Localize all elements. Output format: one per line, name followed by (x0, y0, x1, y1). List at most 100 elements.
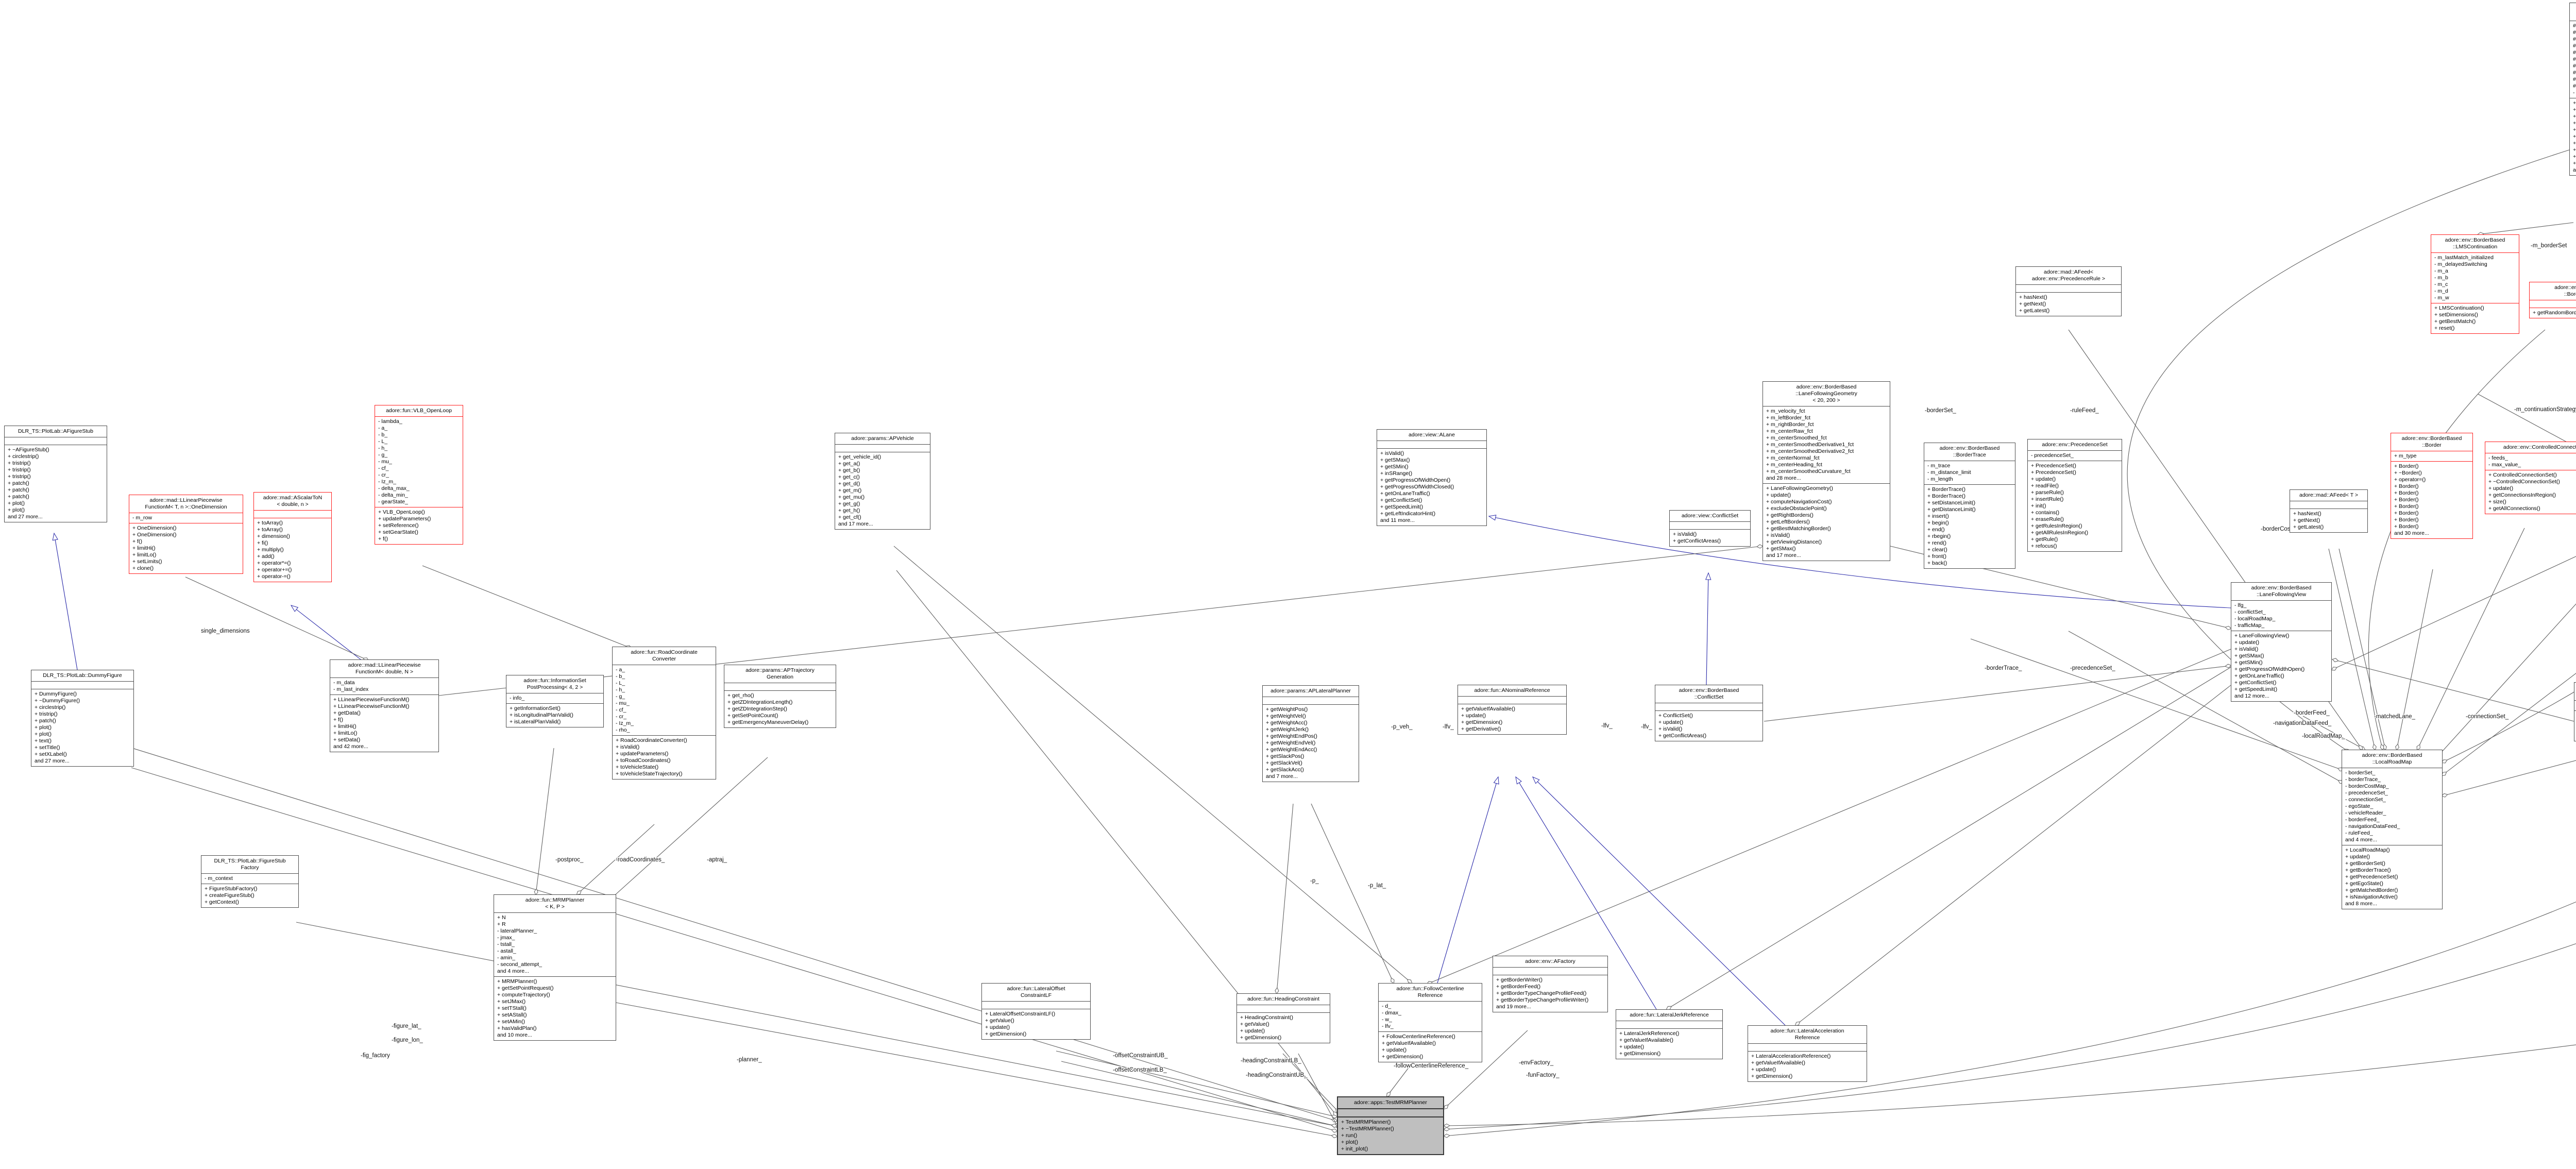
class-methods-line: + setAStall() (497, 1012, 527, 1018)
class-methods-line: + parseRule() (2031, 489, 2064, 496)
class-node-bordertrace[interactable]: adore::env::BorderBased::BorderTrace- m_… (1924, 443, 2015, 569)
class-attributes-line: - b_ (616, 673, 625, 680)
class-methods-line: + getSlackVel() (1266, 760, 1302, 766)
aggregation-edge (534, 748, 554, 895)
class-attributes (2530, 300, 2576, 308)
class-methods-line: and 19 more... (1496, 1004, 1531, 1010)
class-node-lfg[interactable]: adore::env::BorderBased::LaneFollowingGe… (1762, 381, 1890, 561)
class-methods-line: + insert_border() (2573, 154, 2576, 160)
class-methods: + getInformationSet()+ isLongitudinalPla… (506, 703, 603, 727)
class-node-aplatplanner[interactable]: adore::params::APLateralPlanner+ getWeig… (1262, 685, 1359, 782)
class-methods-line: + dimension() (257, 533, 290, 539)
class-methods-line: + LateralJerkReference() (1619, 1030, 1680, 1037)
class-methods-line: + getConnectionsInRegion() (2488, 492, 2556, 498)
class-node-envafactory[interactable]: adore::env::AFactory+ getBorderWriter()+… (1493, 956, 1608, 1012)
class-title: adore::params::APVehicle (851, 435, 914, 442)
class-node-bordercostmap[interactable]: adore::env::BorderBased::BorderCostMap+ … (2529, 282, 2576, 318)
class-methods-line: and 17 more... (1766, 552, 1801, 558)
class-methods: + ControlledConnectionSet()+ ~Controlled… (2485, 470, 2576, 514)
class-methods-line: + getLatest() (2019, 308, 2050, 314)
class-methods-line: + BorderTrace() (1927, 486, 1966, 493)
class-methods-line: + updateParameters() (378, 516, 431, 522)
class-node-mrmplanner[interactable]: adore::fun::MRMPlanner< K, P >+ N+ R- la… (494, 894, 616, 1041)
class-attributes-line: and 4 more... (2345, 837, 2377, 843)
class-methods-line: + multiply() (257, 547, 284, 553)
class-node-rulefeed[interactable]: adore::mad::AFeed<adore::env::Precedence… (2015, 266, 2122, 316)
class-methods-line: + setData() (333, 737, 361, 743)
class-methods-line: + getRightBorders() (1766, 512, 1814, 518)
class-node-border[interactable]: adore::env::BorderBased::Border+ m_type+… (2391, 433, 2473, 539)
aggregation-edge (2395, 569, 2433, 751)
class-node-conflictset[interactable]: adore::view::ConflictSet+ isValid()+ get… (1669, 510, 1751, 547)
class-node-lfview[interactable]: adore::env::BorderBased::LaneFollowingVi… (2231, 582, 2332, 702)
class-attributes-line: - delta_max_ (378, 485, 410, 492)
class-attributes-line: - m_c (2434, 281, 2448, 287)
class-methods-line: + isValid() (1658, 726, 1683, 732)
class-methods-line: + get_g() (838, 501, 860, 507)
class-node-apvehicle[interactable]: adore::params::APVehicle+ get_vehicle_id… (835, 433, 930, 530)
class-methods-line: + patch() (8, 494, 29, 500)
class-node-bbconflictset[interactable]: adore::env::BorderBased::ConflictSet+ Co… (1655, 685, 1763, 741)
class-node-alane[interactable]: adore::view::ALane+ isValid()+ getSMax()… (1377, 429, 1487, 526)
aggregation-edge (2328, 548, 2377, 751)
class-node-afigurestub[interactable]: DLR_TS::PlotLab::AFigureStub+ ~AFigureSt… (4, 426, 107, 522)
class-node-lmscontinuation[interactable]: adore::env::BorderBased::LMSContinuation… (2431, 234, 2519, 334)
class-methods-line: + translate() (2573, 127, 2576, 133)
class-methods: + BorderSet()+ ~BorderSet()+ addAllowedT… (2570, 98, 2576, 175)
edge-label: -funFactory_ (1526, 1072, 1560, 1078)
class-node-dummyfigure[interactable]: DLR_TS::PlotLab::DummyFigure+ DummyFigur… (31, 670, 134, 767)
class-node-borderset[interactable]: adore::env::BorderBased::BorderSet# m_co… (2569, 3, 2576, 176)
class-node-anominalref[interactable]: adore::fun::ANominalReference+ getValueI… (1458, 685, 1567, 735)
edge-label: -headingConstraintLB_ (1241, 1058, 1301, 1064)
class-methods-line: + Border() (2394, 510, 2419, 516)
class-methods-line: + getValueIfAvailable() (1619, 1037, 1673, 1043)
class-node-headingconstraint[interactable]: adore::fun::HeadingConstraint+ HeadingCo… (1236, 993, 1330, 1043)
class-attributes-line: - precedenceSet_ (2345, 790, 2388, 796)
class-attributes-line: and 4 more... (497, 968, 529, 974)
class-methods-line: + getConflictSet() (2234, 680, 2277, 686)
class-attributes-line: - info_ (510, 695, 525, 701)
class-methods-line: + setGearState() (378, 529, 418, 535)
class-methods-line: + getValue() (1240, 1021, 1269, 1027)
class-node-testmrm[interactable]: adore::apps::TestMRMPlanner+ TestMRMPlan… (1337, 1096, 1444, 1155)
class-methods: + LaneFollowingView()+ update()+ isValid… (2231, 631, 2331, 701)
class-node-precedenceset[interactable]: adore::env::PrecedenceSet- precedenceSet… (2027, 439, 2122, 552)
class-methods-line: and 10 more... (497, 1032, 532, 1038)
class-methods-line: + get_a() (838, 461, 860, 467)
class-methods-line: + insert() (1927, 513, 1949, 519)
class-node-localroadmap[interactable]: adore::env::BorderBased::LocalRoadMap- b… (2342, 750, 2443, 909)
class-node-ccs[interactable]: adore::env::ControlledConnectionSet- fee… (2485, 442, 2576, 514)
class-methods-line: + getBestMatch() (2434, 318, 2476, 325)
class-methods-line: + computeTrajectory() (497, 992, 550, 998)
class-attributes-line: - Iz_m_ (616, 720, 634, 726)
class-node-afeedT[interactable]: adore::mad::AFeed< T >+ hasNext()+ getNe… (2290, 489, 2368, 533)
aggregation-edge (1275, 803, 1294, 994)
class-methods-line: + VLB_OpenLoop() (378, 509, 425, 515)
class-node-ascalarton[interactable]: adore::mad::AScalarToN< double, n >+ toA… (253, 492, 332, 582)
class-methods-line: + tristrip() (8, 460, 31, 466)
class-attributes-line: + m_centerHeading_fct (1766, 462, 1822, 468)
class-attributes-line: - h_ (378, 445, 388, 451)
class-node-egolanetraffic[interactable]: adore::env::traffic::EgoLaneTraffic- que… (2574, 682, 2576, 741)
class-methods-line: + isLateralPlanValid() (510, 719, 561, 725)
class-methods-line: + createFigureStub() (205, 892, 255, 899)
class-methods-line: + setIsOwner() (2573, 147, 2576, 153)
class-node-lateraljerk[interactable]: adore::fun::LateralJerkReference+ Latera… (1616, 1009, 1723, 1059)
class-methods-line: + getValueIfAvailable() (1382, 1040, 1436, 1046)
inheritance-edge (1532, 776, 1786, 1026)
class-node-vlb[interactable]: adore::fun::VLB_OpenLoop- lambda_- a_- b… (375, 405, 463, 545)
edge-label: -connectionSet_ (2466, 714, 2509, 720)
class-methods-line: + rotate() (2573, 120, 2576, 126)
class-methods-line: + getSMax() (1766, 546, 1796, 552)
